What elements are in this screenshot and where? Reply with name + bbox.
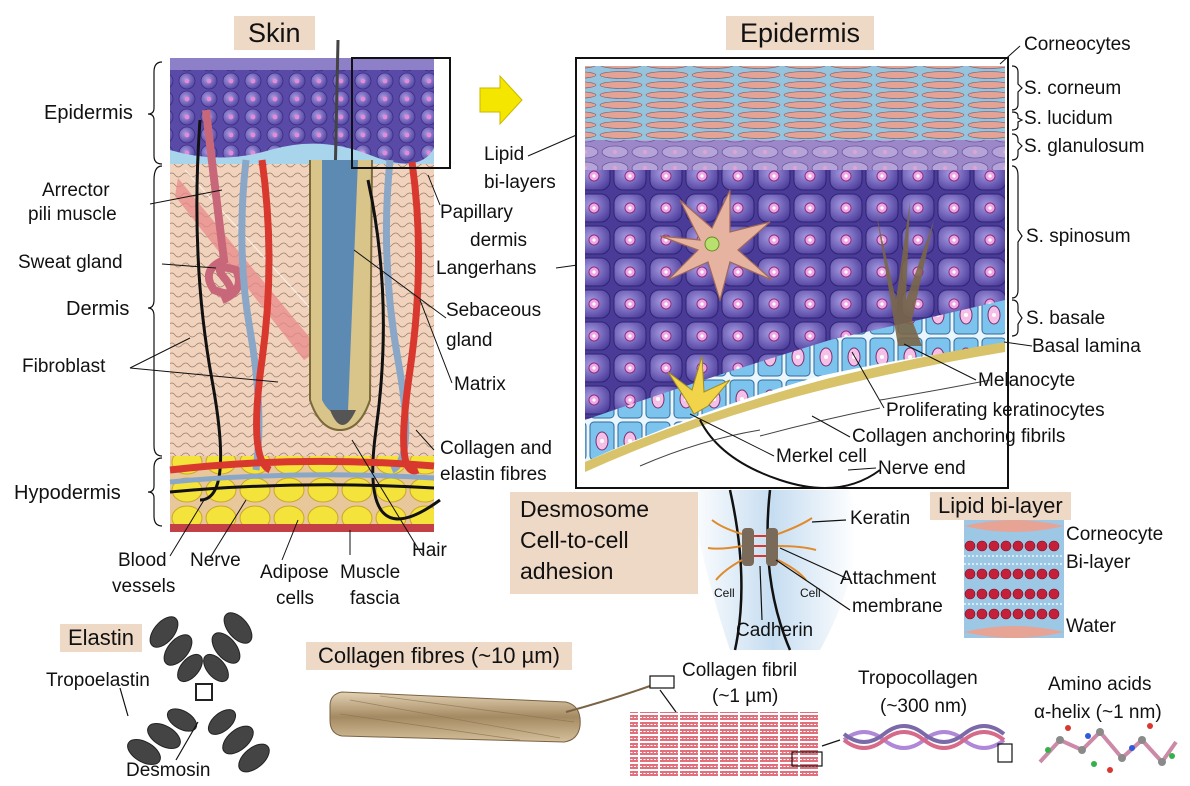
label-muscle: Muscle xyxy=(340,562,400,584)
elastin-diagram xyxy=(120,608,274,777)
label-blood: Blood xyxy=(118,550,167,572)
label-cells: cells xyxy=(276,588,314,610)
label-papillary-dermis: dermis xyxy=(470,230,527,252)
title-cell-to-cell: Cell-to-cell xyxy=(520,525,688,556)
label-collagen-anchoring-fibrils: Collagen anchoring fibrils xyxy=(852,426,1065,448)
label-tropo-size: (~300 nm) xyxy=(880,696,967,718)
lipid-bilayer-diagram xyxy=(964,520,1064,638)
label-pili-muscle: pili muscle xyxy=(28,204,117,226)
label-merkel-cell: Merkel cell xyxy=(776,446,867,468)
label-proliferating-keratinocytes: Proliferating keratinocytes xyxy=(886,400,1105,422)
label-matrix: Matrix xyxy=(454,374,506,396)
label-hair: Hair xyxy=(412,540,447,562)
label-sebaceous: Sebaceous xyxy=(446,300,541,322)
label-s-spinosum: S. spinosum xyxy=(1026,226,1131,248)
label-corneocyte: Corneocyte xyxy=(1066,524,1163,546)
label-nerve: Nerve xyxy=(190,550,241,572)
label-lipid: Lipid xyxy=(484,144,524,166)
label-tropoelastin: Tropoelastin xyxy=(46,670,150,692)
label-water: Water xyxy=(1066,616,1116,638)
label-attachment: Attachment xyxy=(840,568,936,590)
label-basal-lamina: Basal lamina xyxy=(1032,336,1141,358)
title-adhesion: adhesion xyxy=(520,556,688,587)
title-lipid-bilayer: Lipid bi-layer xyxy=(930,492,1071,520)
title-desmosome-box: Desmosome Cell-to-cell adhesion xyxy=(510,492,698,594)
label-s-glanulosum: S. glanulosum xyxy=(1024,136,1144,158)
label-bilayers: bi-layers xyxy=(484,172,556,194)
label-hypodermis: Hypodermis xyxy=(14,482,121,504)
label-langerhans: Langerhans xyxy=(436,258,536,280)
label-tropocollagen: Tropocollagen xyxy=(858,668,978,690)
title-elastin: Elastin xyxy=(60,624,142,652)
label-s-lucidum: S. lucidum xyxy=(1024,108,1113,130)
label-papillary: Papillary xyxy=(440,202,513,224)
label-melanocyte: Melanocyte xyxy=(978,370,1075,392)
label-s-basale: S. basale xyxy=(1026,308,1105,330)
zoom-arrow xyxy=(480,76,522,124)
label-nerve-end: Nerve end xyxy=(878,458,966,480)
label-collagen-and: Collagen and xyxy=(440,438,552,460)
label-fibroblast: Fibroblast xyxy=(22,356,105,378)
label-cell-left: Cell xyxy=(714,582,735,604)
label-epidermis: Epidermis xyxy=(44,102,133,124)
label-desmosin: Desmosin xyxy=(126,760,210,782)
title-epidermis: Epidermis xyxy=(726,16,874,50)
label-cell-right: Cell xyxy=(800,582,821,604)
label-amino-acids: Amino acids xyxy=(1048,674,1152,696)
label-collagen-fibril: Collagen fibril xyxy=(682,660,797,682)
label-fascia: fascia xyxy=(350,588,400,610)
label-dermis: Dermis xyxy=(66,298,129,320)
label-sweat-gland: Sweat gland xyxy=(18,252,123,274)
label-adipose: Adipose xyxy=(260,562,329,584)
label-bi-layer: Bi-layer xyxy=(1066,552,1130,574)
title-skin: Skin xyxy=(234,16,315,50)
label-arrector: Arrector xyxy=(42,180,110,202)
label-corneocytes: Corneocytes xyxy=(1024,34,1131,56)
title-collagen-fibres: Collagen fibres (~10 µm) xyxy=(306,642,572,670)
label-vessels: vessels xyxy=(112,576,175,598)
label-elastin-fibres: elastin fibres xyxy=(440,464,547,486)
label-membrane: membrane xyxy=(852,596,943,618)
title-desmosome: Desmosome xyxy=(520,494,688,525)
label-fibril-size: (~1 µm) xyxy=(712,686,778,708)
label-alpha-helix: α-helix (~1 nm) xyxy=(1034,702,1162,724)
label-keratin: Keratin xyxy=(850,508,910,530)
label-gland: gland xyxy=(446,330,493,352)
label-cadherin: Cadherin xyxy=(736,620,813,642)
label-s-corneum: S. corneum xyxy=(1024,78,1121,100)
